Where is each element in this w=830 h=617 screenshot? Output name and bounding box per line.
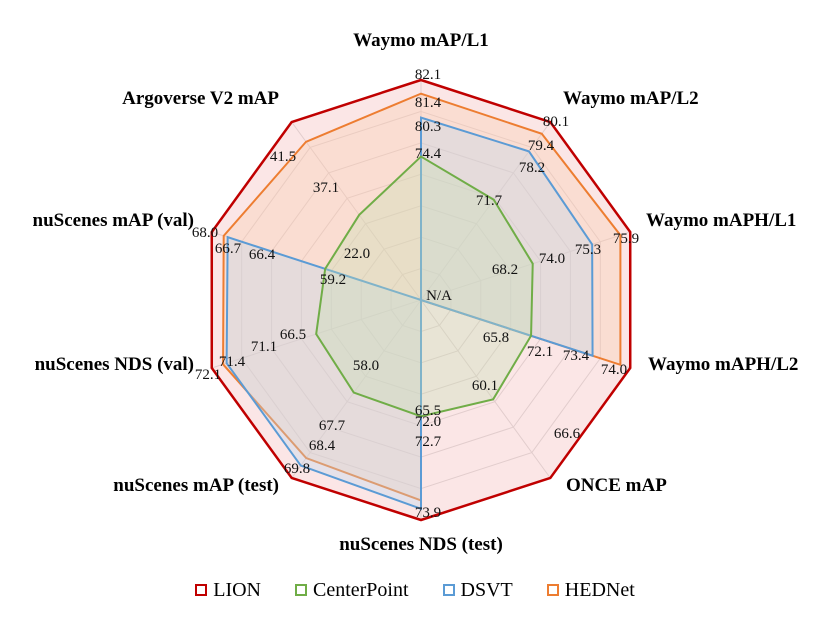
- value-label-centerpoint-nuscenes-map-val: 59.2: [320, 272, 346, 288]
- axis-label-nuscenes-map-test: nuScenes mAP (test): [113, 475, 279, 496]
- axis-label-once-map: ONCE mAP: [566, 475, 667, 496]
- value-label-lion-nuscenes-map-test: 69.8: [284, 461, 310, 477]
- axis-label-nuscenes-nds-val: nuScenes NDS (val): [35, 354, 194, 375]
- axis-label-waymo-map-l1: Waymo mAP/L1: [353, 30, 489, 51]
- legend-swatch-lion: [195, 584, 208, 596]
- value-label-dsvt-waymo-maph-l2: 72.1: [527, 344, 553, 360]
- value-label-hednet-waymo-maph-l1: 75.3: [575, 242, 601, 258]
- value-label-lion-nuscenes-nds-test: 73.9: [415, 505, 441, 521]
- value-label-lion-waymo-map-l1: 82.1: [415, 67, 441, 83]
- value-label-centerpoint-waymo-map-l1: 74.4: [415, 146, 442, 162]
- value-label-lion-waymo-maph-l2: 74.0: [601, 362, 627, 378]
- value-labels: 82.1 80.1 75.9 74.0 66.6 73.9 69.8 72.1 68.0 41.5…: [192, 67, 639, 521]
- value-label-centerpoint-nuscenes-nds-test: 65.5: [415, 403, 441, 419]
- value-label-lion-argoverse-v2-map: 41.5: [270, 149, 296, 165]
- grid-spoke-once-map: [420, 299, 551, 479]
- value-label-centerpoint-waymo-map-l2: 71.7: [476, 193, 503, 209]
- radar-series: [210, 78, 632, 522]
- value-label-dsvt-waymo-maph-l1: 74.0: [539, 251, 565, 267]
- center-label: N/A: [426, 288, 452, 304]
- value-label-centerpoint-nuscenes-map-test: 66.5: [280, 327, 306, 343]
- value-label-hednet-argoverse-v2-map: 37.1: [313, 180, 339, 196]
- legend-label-lion: LION: [213, 578, 261, 601]
- series-centerpoint: [315, 155, 534, 418]
- value-label-dsvt-waymo-map-l1: 80.3: [415, 119, 441, 135]
- legend-swatch-hednet: [546, 584, 559, 596]
- axis-label-nuscenes-nds-test: nuScenes NDS (test): [339, 534, 503, 555]
- value-label-hednet-nuscenes-nds-val: 71.4: [219, 354, 246, 370]
- value-label-dsvt-nuscenes-nds-test: 72.7: [415, 434, 442, 450]
- legend-item-centerpoint: CenterPoint: [295, 579, 409, 602]
- grid-spoke-waymo-maph-l1: [420, 231, 631, 301]
- value-label-lion-waymo-maph-l1: 75.9: [613, 231, 639, 247]
- value-label-centerpoint-once-map: 60.1: [472, 378, 498, 394]
- legend-item-dsvt: DSVT: [442, 578, 513, 602]
- legend: LION CenterPoint DSVT HEDNet: [0, 575, 830, 605]
- value-label-dsvt-nuscenes-nds-val: 71.1: [251, 339, 277, 355]
- value-label-hednet-nuscenes-map-test: 67.7: [319, 418, 346, 434]
- value-label-centerpoint-argoverse-v2-map: 22.0: [344, 246, 370, 262]
- value-label-centerpoint-waymo-maph-l1: 68.2: [492, 262, 518, 278]
- legend-item-hednet: HEDNet: [546, 578, 635, 602]
- value-label-hednet-waymo-maph-l2: 73.4: [563, 348, 590, 364]
- value-label-lion-waymo-map-l2: 80.1: [543, 114, 569, 130]
- value-label-lion-nuscenes-map-val: 68.0: [192, 225, 218, 241]
- value-label-hednet-waymo-map-l2: 79.4: [528, 138, 555, 154]
- legend-label-centerpoint: CenterPoint: [313, 578, 409, 601]
- value-label-dsvt-nuscenes-map-val: 66.4: [249, 247, 276, 263]
- axis-label-waymo-map-l2: Waymo mAP/L2: [563, 88, 699, 109]
- legend-label-hednet: HEDNet: [564, 578, 635, 601]
- value-label-hednet-waymo-map-l1: 81.4: [415, 95, 442, 111]
- value-label-lion-nuscenes-nds-val: 72.1: [195, 367, 221, 383]
- axis-label-waymo-maph-l1: Waymo mAPH/L1: [646, 210, 796, 231]
- grid-spoke-argoverse-v2-map: [291, 121, 422, 301]
- grid-spoke-nuscenes-map-test: [291, 299, 422, 479]
- value-label-dsvt-nuscenes-map-test: 68.4: [309, 438, 336, 454]
- value-label-hednet-nuscenes-nds-test: 72.0: [415, 414, 441, 430]
- value-label-centerpoint-waymo-maph-l2: 65.8: [483, 330, 509, 346]
- value-label-centerpoint-nuscenes-nds-val: 58.0: [353, 358, 379, 374]
- legend-item-lion: LION: [195, 579, 261, 602]
- value-label-lion-once-map: 66.6: [554, 426, 581, 442]
- legend-swatch-dsvt: [442, 584, 455, 596]
- axis-label-waymo-maph-l2: Waymo mAPH/L2: [648, 354, 798, 375]
- legend-swatch-centerpoint: [295, 584, 307, 596]
- legend-label-dsvt: DSVT: [460, 578, 513, 601]
- series-dsvt: [225, 116, 594, 511]
- value-label-hednet-nuscenes-map-val: 66.7: [215, 241, 242, 257]
- value-label-dsvt-waymo-map-l2: 78.2: [519, 160, 545, 176]
- axis-label-argoverse-v2-map: Argoverse V2 mAP: [122, 88, 279, 109]
- axis-label-nuscenes-map-val: nuScenes mAP (val): [33, 210, 195, 231]
